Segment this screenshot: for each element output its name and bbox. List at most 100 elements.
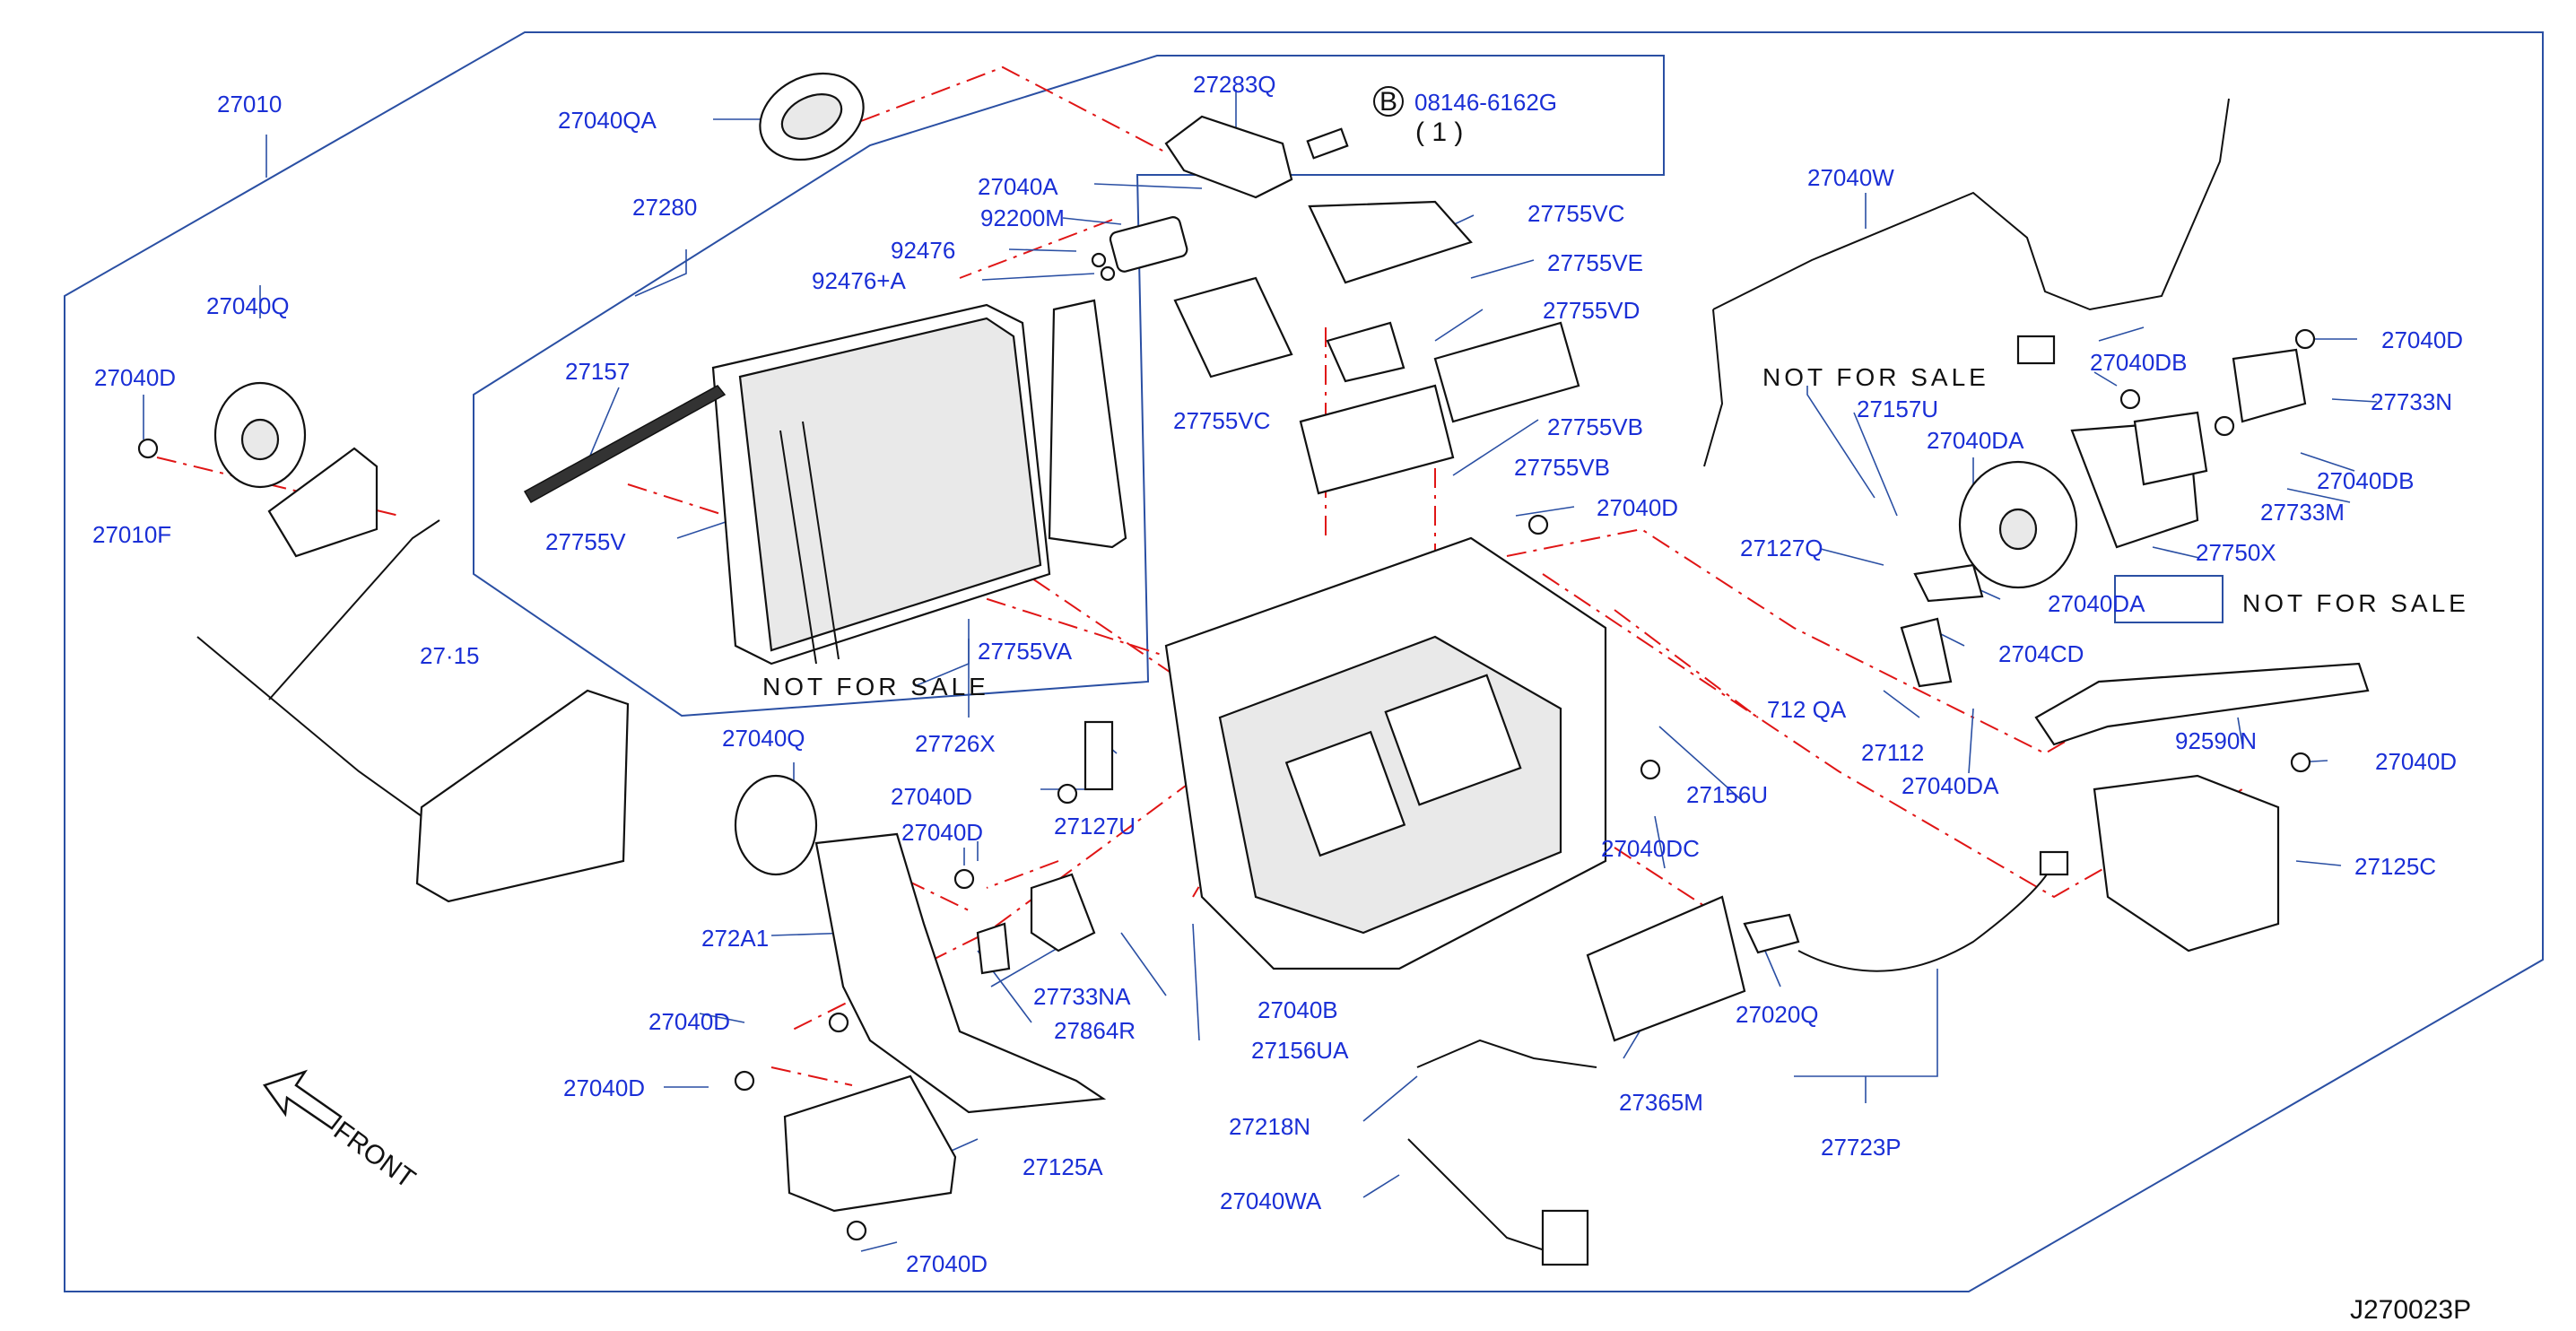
label-27040D-left: 27040D — [94, 364, 176, 391]
actuator-27733N — [2232, 348, 2307, 423]
label-27010: 27010 — [217, 91, 282, 117]
label-27040DC: 27040DC — [1601, 835, 1700, 862]
label-27040Q-mid: 27040Q — [722, 725, 805, 752]
bolt-ref-code: 08146-6162G — [1414, 89, 1557, 116]
label-27156U: 27156U — [1686, 781, 1768, 808]
not-for-sale-callout-box — [2114, 575, 2224, 623]
heater-core-27115 — [196, 519, 630, 903]
grommet-27040Q-left — [213, 381, 307, 489]
label-27283Q: 27283Q — [1193, 71, 1276, 98]
label-27040D-l3: 27040D — [648, 1008, 730, 1035]
not-for-sale-left: NOT FOR SALE — [762, 673, 989, 700]
label-27755VB-1: 27755VB — [1547, 413, 1643, 440]
sensor-27020Q — [1743, 850, 2069, 972]
label-27040A: 27040A — [978, 173, 1058, 200]
actuator-27733NA — [1030, 873, 1096, 953]
label-27040DA-3: 27040DA — [1902, 772, 1999, 799]
label-92476: 92476 — [891, 237, 955, 264]
sensor-27726X — [1083, 720, 1114, 791]
sensor-27864R — [976, 922, 1011, 975]
pipe-27283Q — [1164, 115, 1293, 199]
label-27115-partial: 27·15 — [420, 642, 480, 669]
label-27755VA: 27755VA — [978, 638, 1073, 665]
link-27127Q — [1913, 563, 1984, 603]
label-27040DB-2: 27040DB — [2317, 467, 2414, 494]
front-label: FRONT — [328, 1116, 421, 1194]
label-2704CD-partial: 2704CD — [1998, 640, 2084, 667]
bolt-ref-circle — [1373, 86, 1404, 117]
label-27040DA-1: 27040DA — [1927, 427, 2024, 454]
harness-27040WA — [1407, 1039, 1597, 1266]
label-92200M: 92200M — [980, 204, 1065, 231]
evaporator-27280 — [711, 303, 1051, 666]
label-27040D-r2: 27040D — [2375, 748, 2457, 775]
bolt-B — [1306, 127, 1349, 160]
label-27733N: 27733N — [2371, 388, 2452, 415]
label-712QA-partial: 712 QA — [1767, 696, 1847, 723]
label-27040D-c2: 27040D — [901, 819, 983, 846]
label-27040D-l4: 27040D — [563, 1074, 645, 1101]
duct-272A1 — [814, 832, 1107, 1114]
label-272A1: 272A1 — [701, 925, 769, 952]
main-assembly-frame — [64, 31, 2544, 1292]
label-27755VB-2: 27755VB — [1514, 454, 1610, 481]
front-arrow-icon — [262, 1069, 343, 1130]
label-27156UA: 27156UA — [1251, 1037, 1349, 1064]
label-92476A: 92476+A — [812, 267, 906, 294]
grommet-27040QA — [759, 72, 865, 161]
link-27112 — [1900, 617, 1953, 688]
harness-27040W — [1703, 98, 2230, 467]
expansion-valve-27040A — [1091, 216, 1188, 282]
bolt-ref-letter: B — [1379, 87, 1397, 117]
label-27010F: 27010F — [92, 521, 171, 548]
label-92590N: 92590N — [2175, 727, 2257, 754]
bolt-ref-qty: ( 1 ) — [1415, 117, 1463, 147]
clips-27040D — [137, 328, 2316, 1241]
label-27755VE: 27755VE — [1547, 249, 1643, 276]
hvac-case-main — [1164, 536, 1607, 970]
duct-27125A — [783, 1074, 957, 1213]
part-labels: 27010 27040QA 27283Q B 08146-6162G ( 1 )… — [92, 71, 2471, 1325]
label-27726X: 27726X — [915, 730, 996, 757]
label-27040D-r1: 27040D — [2381, 326, 2463, 353]
grommet-27040Q-mid — [734, 774, 818, 876]
label-27755VC-top: 27755VC — [1527, 200, 1624, 227]
label-27127Q: 27127Q — [1740, 535, 1823, 561]
label-27040QA: 27040QA — [558, 107, 657, 134]
label-27157: 27157 — [565, 358, 630, 385]
drawing-number: J270023P — [2350, 1295, 2471, 1325]
insulator-27365M — [1586, 895, 1746, 1042]
filters-27755 — [1173, 200, 1580, 495]
label-27040D-bot: 27040D — [906, 1250, 988, 1277]
duct-27125C — [2093, 774, 2280, 953]
not-for-sale-right-top: NOT FOR SALE — [1762, 363, 1989, 391]
label-27127U: 27127U — [1054, 813, 1136, 839]
label-27755VC-mid: 27755VC — [1173, 407, 1270, 434]
label-27864R: 27864R — [1054, 1017, 1136, 1044]
label-27750X: 27750X — [2196, 539, 2276, 566]
label-27040WA: 27040WA — [1220, 1187, 1322, 1214]
actuator-27733M — [2133, 411, 2208, 486]
label-27755V: 27755V — [545, 528, 626, 555]
bracket-27010F — [267, 447, 379, 558]
duct-92590N — [2034, 662, 2370, 746]
label-27723P: 27723P — [1821, 1134, 1902, 1161]
label-27020Q: 27020Q — [1736, 1001, 1819, 1028]
label-27125C: 27125C — [2354, 853, 2436, 880]
seal-27157 — [523, 385, 727, 504]
label-27157U: 27157U — [1857, 396, 1938, 422]
label-27040D-mid: 27040D — [1597, 494, 1678, 521]
label-27112: 27112 — [1861, 739, 1924, 766]
label-27365M: 27365M — [1619, 1089, 1703, 1116]
not-for-sale-right-mid: NOT FOR SALE — [2242, 589, 2469, 617]
label-27040W: 27040W — [1807, 164, 1894, 191]
label-27040B: 27040B — [1258, 996, 1338, 1023]
label-27280: 27280 — [632, 194, 697, 221]
label-27040D-c1: 27040D — [891, 783, 972, 810]
label-27040DA-2: 27040DA — [2048, 590, 2145, 617]
label-27040DB-1: 27040DB — [2090, 349, 2187, 376]
label-27125A: 27125A — [1023, 1153, 1103, 1180]
label-27733M: 27733M — [2260, 499, 2345, 526]
label-27755VD: 27755VD — [1543, 297, 1640, 324]
